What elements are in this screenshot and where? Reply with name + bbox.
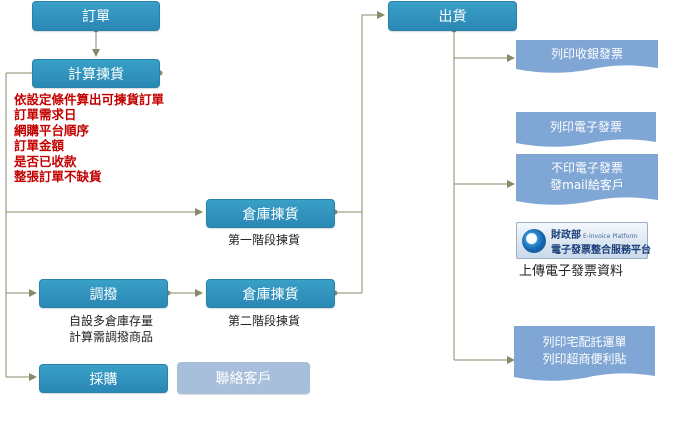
calc-rule: 是否已收款 xyxy=(14,153,77,169)
stage-1-note: 第一階段揀貨 xyxy=(228,233,301,247)
calc-rules-list: 依設定條件算出可揀貨訂單 訂單需求日 網購平台順序 訂單金額 是否已收款 整張訂… xyxy=(14,92,164,184)
upload-einvoice-note: 上傳電子發票資料 xyxy=(519,264,624,279)
calc-rule: 網購平台順序 xyxy=(14,122,90,138)
contact-customer-node: 聯絡客戶 xyxy=(177,362,310,394)
badge-agency: 財政部 xyxy=(551,230,581,241)
transfer-note: 自設多倉庫存量 xyxy=(68,314,153,328)
print-einvoice-label: 列印電子發票 xyxy=(549,119,622,134)
print-delivery-line: 列印宅配託運單 xyxy=(542,335,627,349)
calc-rule: 依設定條件算出可揀貨訂單 xyxy=(14,92,165,107)
print-delivery-doc: 列印宅配託運單 列印超商便利貼 xyxy=(514,326,655,382)
print-receipt-doc: 列印收銀發票 xyxy=(516,40,658,74)
badge-platform-en: E-Invoice Platform xyxy=(583,233,638,240)
order-node: 訂單 xyxy=(32,1,160,31)
warehouse-picking-node-1: 倉庫揀貨 xyxy=(206,199,335,228)
email-einvoice-line: 不印電子發票 xyxy=(550,161,623,175)
calc-rule: 訂單金額 xyxy=(14,138,65,154)
print-receipt-label: 列印收銀發票 xyxy=(550,46,623,61)
calc-rule: 訂單需求日 xyxy=(14,107,77,123)
print-delivery-line: 列印超商便利貼 xyxy=(542,352,627,366)
einvoice-e-icon xyxy=(522,229,546,253)
calc-picking-node: 計算揀貨 xyxy=(32,59,160,88)
shipping-node: 出貨 xyxy=(388,1,517,31)
calc-rule: 整張訂單不缺貨 xyxy=(14,169,102,185)
transfer-note: 計算需調撥商品 xyxy=(68,330,153,344)
warehouse-picking-node-2: 倉庫揀貨 xyxy=(206,279,335,308)
badge-platform: 電子發票整合服務平台 xyxy=(551,245,651,256)
print-einvoice-doc: 列印電子發票 xyxy=(516,112,656,148)
purchase-node: 採購 xyxy=(39,364,168,393)
email-einvoice-line: 發mail給客戶 xyxy=(550,178,624,192)
transfer-notes: 自設多倉庫存量 計算需調撥商品 xyxy=(52,313,170,345)
email-einvoice-doc: 不印電子發票 發mail給客戶 xyxy=(516,154,658,206)
transfer-node: 調撥 xyxy=(39,279,168,308)
stage-2-note: 第二階段揀貨 xyxy=(228,314,301,328)
